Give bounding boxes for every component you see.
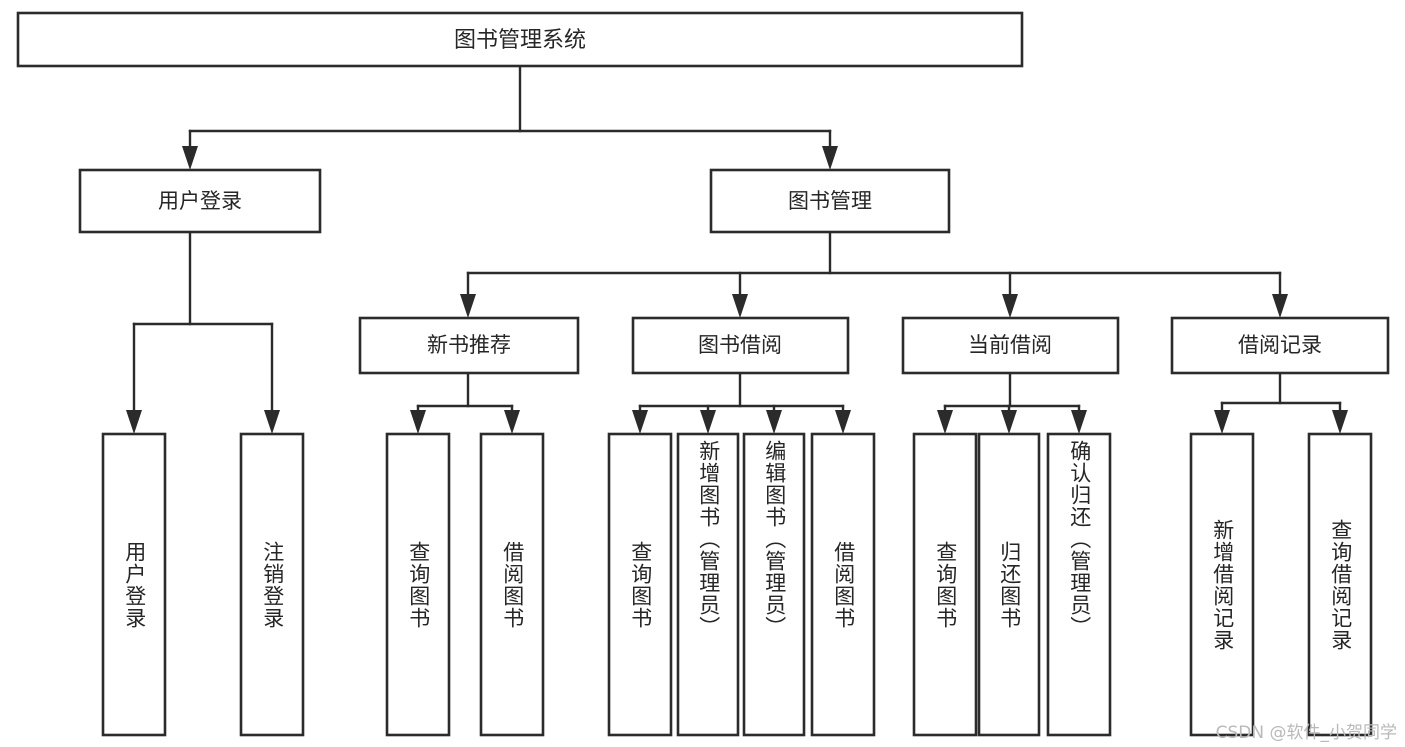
connector-group-book-management [460,230,1288,318]
connector-group-new-book-recommend [410,371,520,434]
arrow-head-borrow-book-2 [835,410,851,434]
node-label-current-borrow: 当前借阅 [968,333,1052,357]
connector-group-borrow-record [1214,371,1348,434]
connector-group-book-borrow [632,371,851,434]
connector-group-user-login [126,230,280,434]
arrow-head-leaf-user-logout [264,410,280,434]
leaf-box-query-book-2[interactable] [607,432,673,737]
node-box-current-borrow[interactable] [901,316,1120,375]
node-box-user-login[interactable] [78,168,322,234]
arrow-head-new-book-recommend [460,294,476,318]
arrow-head-book-management [822,146,838,170]
arrow-head-add-book [700,410,716,434]
arrow-head-query-book-3 [937,410,953,434]
leaf-box-edit-book[interactable] [742,432,806,737]
leaf-box-query-book-3[interactable] [912,432,978,737]
connector-group-current-borrow [937,371,1087,434]
arrow-head-query-book-2 [632,410,648,434]
arrow-head-user-login [182,146,198,170]
node-box-book-management[interactable] [709,168,951,234]
node-label-book-borrow: 图书借阅 [698,333,782,357]
node-label-new-book-recommend: 新书推荐 [427,333,511,357]
leaf-box-confirm-return[interactable] [1046,432,1112,737]
leaf-box-borrow-book-2[interactable] [810,432,876,737]
arrow-head-edit-book [766,410,782,434]
arrow-head-add-record [1214,410,1230,434]
node-label-borrow-record: 借阅记录 [1238,333,1322,357]
arrow-head-current-borrow [1002,294,1018,318]
arrow-head-return-book [1001,410,1017,434]
arrow-head-confirm-return [1071,410,1087,434]
node-box-book-borrow[interactable] [631,316,850,375]
leaf-box-query-record[interactable] [1307,432,1373,737]
node-box-new-book-recommend[interactable] [358,316,580,375]
arrow-head-query-book-1 [410,410,426,434]
arrow-head-borrow-record [1272,294,1288,318]
leaf-box-user-login[interactable] [101,432,167,737]
leaf-box-add-record[interactable] [1189,432,1255,737]
leaf-box-add-book[interactable] [676,432,740,737]
connector-group-root [182,64,838,170]
arrow-head-borrow-book-1 [504,410,520,434]
node-box-borrow-record[interactable] [1170,316,1390,375]
node-label-book-management: 图书管理 [788,189,872,213]
leaf-box-user-logout[interactable] [239,432,305,737]
leaf-box-return-book[interactable] [977,432,1041,737]
node-label-root: 图书管理系统 [454,28,586,53]
node-box-root[interactable] [16,11,1024,68]
arrow-head-query-record [1332,410,1348,434]
node-label-user-login: 用户登录 [158,189,242,213]
arrow-head-leaf-user-login [126,410,142,434]
arrow-head-book-borrow [732,294,748,318]
leaf-box-query-book-1[interactable] [385,432,451,737]
leaf-box-borrow-book-1[interactable] [479,432,545,737]
